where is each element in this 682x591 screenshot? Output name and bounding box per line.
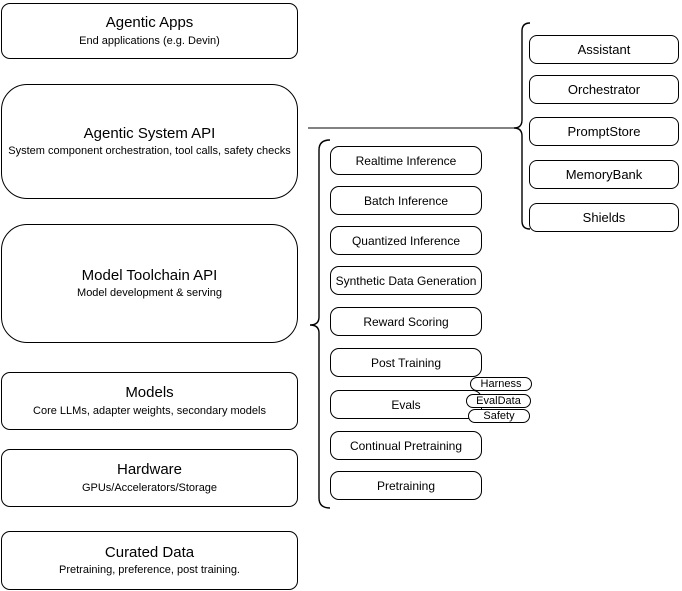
layer-box-agentic-apps: Agentic Apps End applications (e.g. Devi…	[1, 3, 298, 59]
system-component-box-assistant: Assistant	[529, 35, 679, 64]
system-component-box-shields: Shields	[529, 203, 679, 232]
eval-tag-safety: Safety	[468, 409, 530, 423]
toolchain-box-post-training: Post Training	[330, 348, 482, 377]
layer-box-models: Models Core LLMs, adapter weights, secon…	[1, 372, 298, 430]
system-components-brace	[513, 22, 531, 230]
toolchain-box-continual-pretraining: Continual Pretraining	[330, 431, 482, 460]
toolchain-box-batch-inference: Batch Inference	[330, 186, 482, 215]
system-component-box-promptstore: PromptStore	[529, 117, 679, 146]
toolchain-box-pretraining: Pretraining	[330, 471, 482, 500]
toolchain-brace	[309, 139, 331, 509]
toolchain-box-evals: Evals	[330, 390, 482, 419]
layer-title-curated-data: Curated Data	[104, 543, 195, 561]
layer-subtitle-agentic-apps: End applications (e.g. Devin)	[79, 34, 220, 47]
system-component-box-memorybank: MemoryBank	[529, 160, 679, 189]
layer-subtitle-curated-data: Pretraining, preference, post training.	[59, 564, 240, 577]
layer-box-model-toolchain-api: Model Toolchain API Model development & …	[1, 224, 298, 343]
layer-title-model-toolchain-api: Model Toolchain API	[81, 266, 218, 284]
layer-subtitle-models: Core LLMs, adapter weights, secondary mo…	[33, 404, 266, 417]
eval-tag-harness: Harness	[470, 377, 532, 391]
layer-title-hardware: Hardware	[116, 461, 183, 479]
layer-subtitle-agentic-system-api: System component orchestration, tool cal…	[8, 145, 291, 158]
layer-title-agentic-apps: Agentic Apps	[105, 14, 194, 32]
toolchain-box-quantized-inference: Quantized Inference	[330, 226, 482, 255]
layer-subtitle-model-toolchain-api: Model development & serving	[77, 287, 222, 300]
layer-title-agentic-system-api: Agentic System API	[83, 124, 216, 142]
eval-tag-evaldata: EvalData	[466, 394, 531, 408]
layer-title-models: Models	[125, 384, 174, 402]
toolchain-box-synthetic-data-generation: Synthetic Data Generation	[330, 266, 482, 295]
layer-box-agentic-system-api: Agentic System API System component orch…	[1, 84, 298, 199]
layer-box-hardware: Hardware GPUs/Accelerators/Storage	[1, 449, 298, 507]
layer-box-curated-data: Curated Data Pretraining, preference, po…	[1, 531, 298, 590]
system-component-box-orchestrator: Orchestrator	[529, 75, 679, 104]
toolchain-box-reward-scoring: Reward Scoring	[330, 307, 482, 336]
toolchain-box-realtime-inference: Realtime Inference	[330, 146, 482, 175]
layer-subtitle-hardware: GPUs/Accelerators/Storage	[81, 481, 218, 494]
